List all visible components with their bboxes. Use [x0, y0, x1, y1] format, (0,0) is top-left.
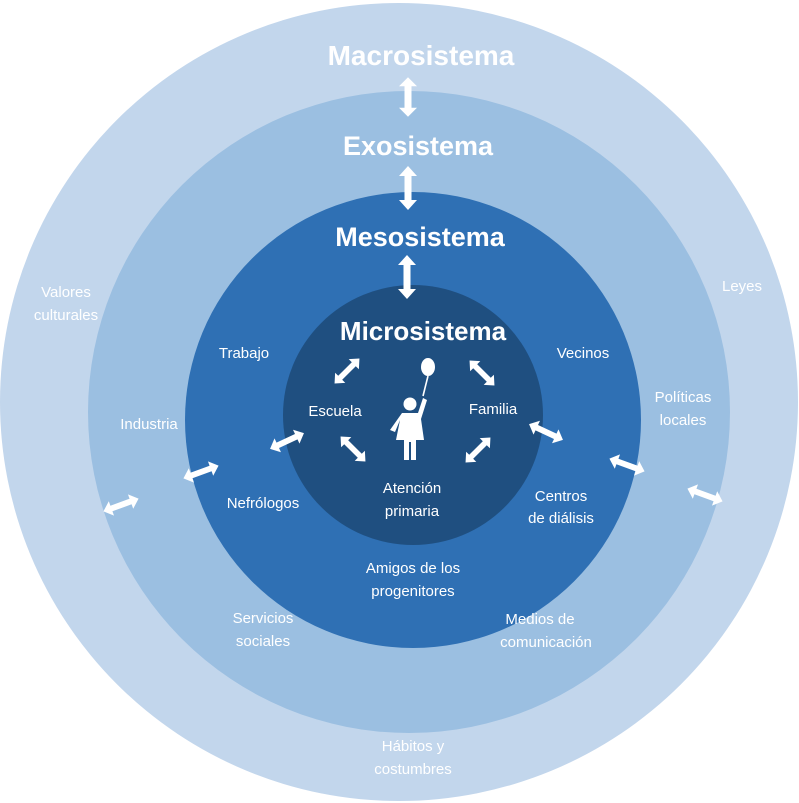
micro-label-atencion: Atención [383, 480, 441, 497]
exo-label-medios: Medios de [505, 611, 574, 628]
macro-label-culturales: culturales [34, 307, 98, 324]
meso-label-centros: Centros [535, 488, 588, 505]
meso-label-vecinos: Vecinos [557, 345, 610, 362]
macro-label-habitos: Hábitos y [382, 738, 445, 755]
exo-label-locales: locales [660, 412, 707, 429]
microsystem-title: Microsistema [340, 316, 507, 346]
exo-label-comunicacion: comunicación [500, 634, 592, 651]
exo-label-servicios: Servicios [233, 610, 294, 627]
meso-label-nefrologos: Nefrólogos [227, 495, 300, 512]
micro-label-escuela: Escuela [308, 403, 362, 420]
meso-label-trabajo: Trabajo [219, 345, 269, 362]
macro-label-leyes: Leyes [722, 278, 762, 295]
meso-label-dialisis: de diálisis [528, 510, 594, 527]
exosystem-title: Exosistema [343, 131, 494, 161]
micro-label-familia: Familia [469, 401, 518, 418]
exo-label-sociales: sociales [236, 633, 290, 650]
mesosystem-title: Mesosistema [335, 222, 506, 252]
macrosystem-title: Macrosistema [328, 40, 515, 71]
meso-label-progenitores: progenitores [371, 583, 454, 600]
child-with-balloon-icon [390, 358, 435, 460]
macro-label-costumbres: costumbres [374, 761, 452, 778]
macro-label-valores: Valores [41, 284, 91, 301]
meso-label-amigos: Amigos de los [366, 560, 460, 577]
exo-label-politicas: Políticas [655, 389, 712, 406]
exo-label-industria: Industria [120, 416, 178, 433]
micro-label-primaria: primaria [385, 503, 440, 520]
